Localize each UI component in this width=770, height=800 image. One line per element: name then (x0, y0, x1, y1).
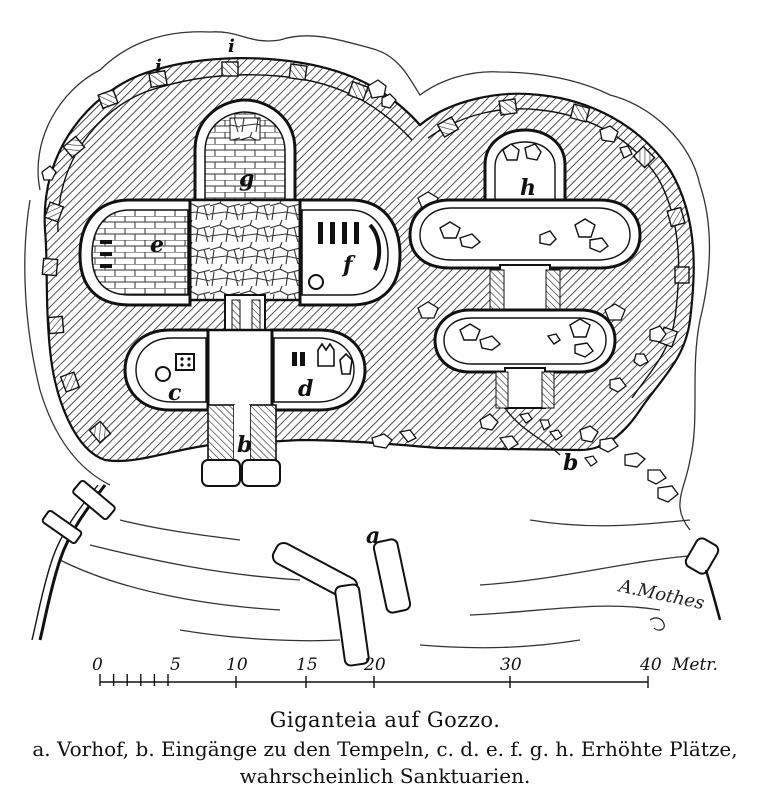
central-court (188, 198, 302, 302)
apse-h (483, 128, 567, 202)
scale-label-40: 40 (639, 655, 662, 675)
apse-c (123, 328, 210, 412)
right-corridor (489, 264, 561, 316)
temple-plan-drawing: g e f c d b b h a i i A.Mothes (24, 31, 722, 667)
scale-label-20: 20 (363, 655, 386, 675)
scale-minor-ticks (99, 674, 169, 686)
scale-bar: 0 5 10 15 20 30 40 Metr. (92, 655, 718, 688)
scale-label-15: 15 (296, 655, 318, 675)
label-h: h (520, 175, 536, 201)
scale-label-0: 0 (92, 655, 103, 675)
artist-signature: A.Mothes (615, 575, 706, 614)
scale-label-5: 5 (170, 655, 181, 675)
scale-label-10: 10 (226, 655, 248, 675)
label-f: f (341, 252, 356, 278)
scale-label-30: 30 (500, 655, 522, 675)
terrain-outline (24, 31, 711, 649)
label-d: d (298, 376, 313, 402)
label-c: c (168, 380, 182, 406)
label-b-left: b (237, 432, 252, 458)
signature-flourish (649, 617, 665, 631)
right-lower-hall (433, 308, 617, 374)
label-e: e (150, 232, 164, 258)
label-b-right: b (563, 450, 578, 476)
apse-g (193, 98, 297, 202)
fallen-blocks (41, 479, 722, 667)
wall-blocks (41, 61, 690, 444)
caption-title: Giganteia auf Gozzo. (269, 708, 501, 732)
label-a: a (366, 523, 380, 549)
apse-f (298, 198, 402, 307)
right-entrance (495, 367, 598, 467)
label-i-left: i (155, 56, 162, 77)
caption: Giganteia auf Gozzo. a. Vorhof, b. Eingä… (0, 706, 770, 790)
apse-e (78, 198, 192, 307)
lower-court (203, 328, 277, 412)
label-i-right: i (228, 36, 235, 57)
apse-d (270, 328, 367, 412)
right-upper-hall (408, 198, 642, 270)
scale-major-ticks (235, 676, 649, 688)
left-entrance (201, 404, 281, 487)
scale-unit: Metr. (671, 655, 718, 675)
label-g: g (239, 166, 254, 192)
caption-text: a. Vorhof, b. Eingänge zu den Tempeln, c… (32, 737, 738, 788)
